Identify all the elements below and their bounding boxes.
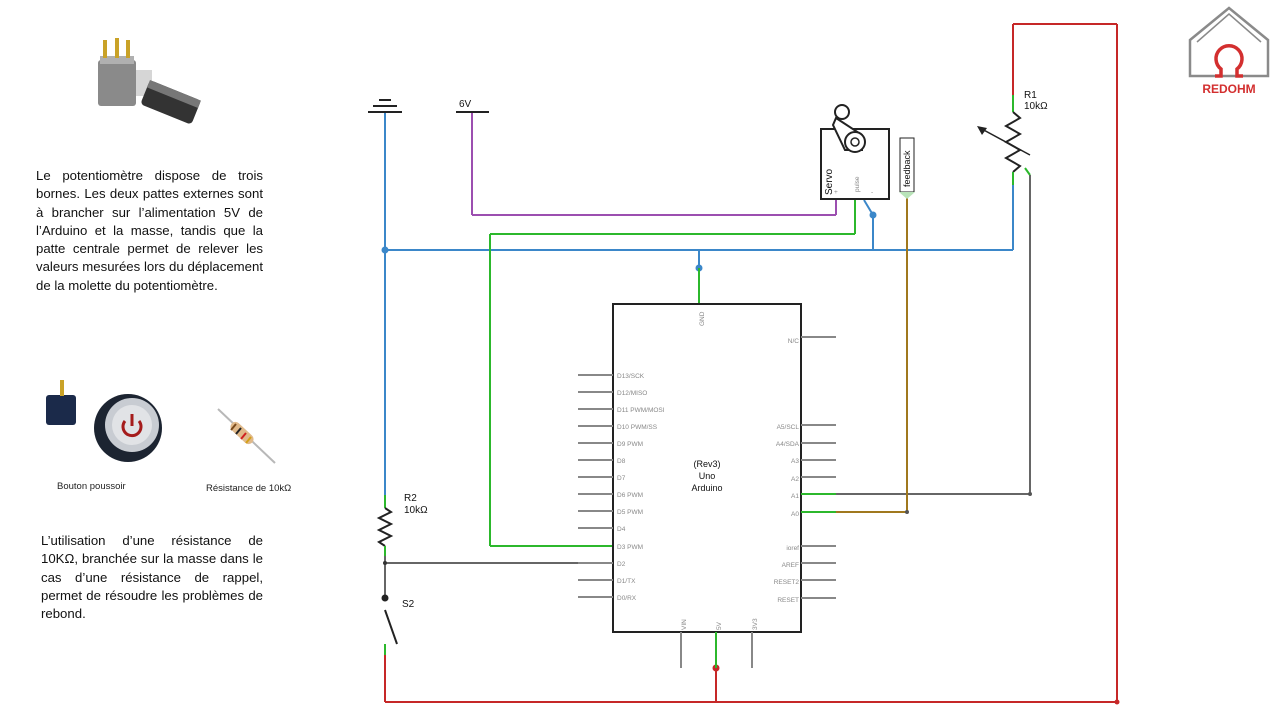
servo: Servo + pulse - feedback [820, 104, 915, 200]
pin-a5: A5/SCL [777, 424, 800, 431]
redohm-logo: REDOHM [1188, 6, 1270, 96]
pin-d6: D6 PWM [617, 492, 643, 499]
resistor-image [217, 408, 276, 464]
arduino-title-rev: (Rev3) [693, 459, 720, 469]
pin-d8: D8 [617, 458, 626, 465]
power-6v-wire [471, 112, 837, 216]
arduino-uno: (Rev3) Uno Arduino GND D13/SCK D12/MISO … [578, 303, 836, 668]
pin-d1: D1/TX [617, 578, 636, 585]
r1-value: 10kΩ [1024, 101, 1048, 112]
r1-potentiometer: R1 10kΩ [977, 90, 1048, 185]
pin-a2: A2 [791, 476, 799, 483]
feedback-wire [836, 198, 908, 513]
pin-d9: D9 PWM [617, 441, 643, 448]
power-5v-wire [384, 23, 1118, 703]
arduino-right-pins: N/C A5/SCL A4/SDA A3 A2 A1 A0 ioref AREF… [774, 336, 836, 604]
servo-pin-minus: - [871, 189, 873, 196]
ground-junction [869, 211, 877, 219]
potentiometer-wiper-wire [836, 175, 1031, 495]
push-button-caption: Bouton poussoir [57, 481, 126, 492]
pin-d3: D3 PWM [617, 544, 643, 551]
pin-d4: D4 [617, 526, 626, 533]
pin-d12: D12/MISO [617, 390, 647, 397]
pin-aref: AREF [782, 562, 799, 569]
logo-text: REDOHM [1202, 82, 1255, 96]
arduino-title-name: Arduino [691, 483, 722, 493]
pin-a1: A1 [791, 493, 799, 500]
pin-3v3: 3V3 [752, 618, 759, 630]
pin-a4: A4/SDA [776, 441, 800, 448]
r2-resistor: R2 10kΩ [376, 493, 428, 556]
r2-name: R2 [404, 493, 417, 504]
wiper-junction [1028, 492, 1032, 496]
pin-nc: N/C [788, 338, 800, 345]
servo-label: Servo [824, 168, 835, 195]
power-6v-symbol: 6V [456, 99, 489, 113]
pin-ioref: ioref [786, 545, 799, 552]
pin-reset2: RESET2 [774, 579, 800, 586]
pin-d10: D10 PWM/SS [617, 424, 658, 431]
s2-label: S2 [402, 599, 415, 610]
servo-pin-pulse: pulse [854, 176, 861, 192]
pin-a0: A0 [791, 511, 799, 518]
power-junction [1114, 699, 1120, 705]
pin-d5: D5 PWM [617, 509, 643, 516]
s2-switch: S2 [381, 594, 415, 655]
arduino-title-uno: Uno [699, 471, 716, 481]
servo-pulse-wire [489, 200, 856, 547]
pin-d0: D0/RX [617, 595, 637, 602]
d2-wire [384, 548, 613, 598]
servo-pin-plus: + [834, 189, 838, 196]
potentiometer-image [98, 38, 201, 124]
feedback-junction [905, 510, 909, 514]
power-6v-label: 6V [459, 99, 472, 110]
d2-junction [383, 561, 387, 565]
resistor-description: L’utilisation d’une résistance de 10KΩ, … [41, 533, 263, 622]
arduino-left-pins: D13/SCK D12/MISO D11 PWM/MOSI D10 PWM/SS… [578, 373, 665, 602]
r2-value: 10kΩ [404, 505, 428, 516]
pin-a3: A3 [791, 458, 799, 465]
pin-5v: 5V [716, 621, 723, 630]
ground-symbol [368, 99, 402, 113]
pin-d11: D11 PWM/MOSI [617, 407, 665, 414]
pin-reset: RESET [777, 597, 799, 604]
push-button-image [46, 380, 162, 462]
ground-junction [381, 246, 389, 254]
pin-d13: D13/SCK [617, 373, 645, 380]
potentiometer-description: Le potentiomètre dispose de trois bornes… [36, 168, 263, 293]
pin-d7: D7 [617, 475, 626, 482]
arduino-gnd-label: GND [699, 311, 706, 326]
resistor-caption: Résistance de 10kΩ [206, 483, 292, 494]
pin-vin: VIN [681, 619, 688, 630]
servo-feedback-label: feedback [902, 150, 912, 187]
pin-d2: D2 [617, 561, 626, 568]
r1-name: R1 [1024, 90, 1037, 101]
arduino-bottom-pins: VIN 5V 3V3 [680, 618, 759, 668]
